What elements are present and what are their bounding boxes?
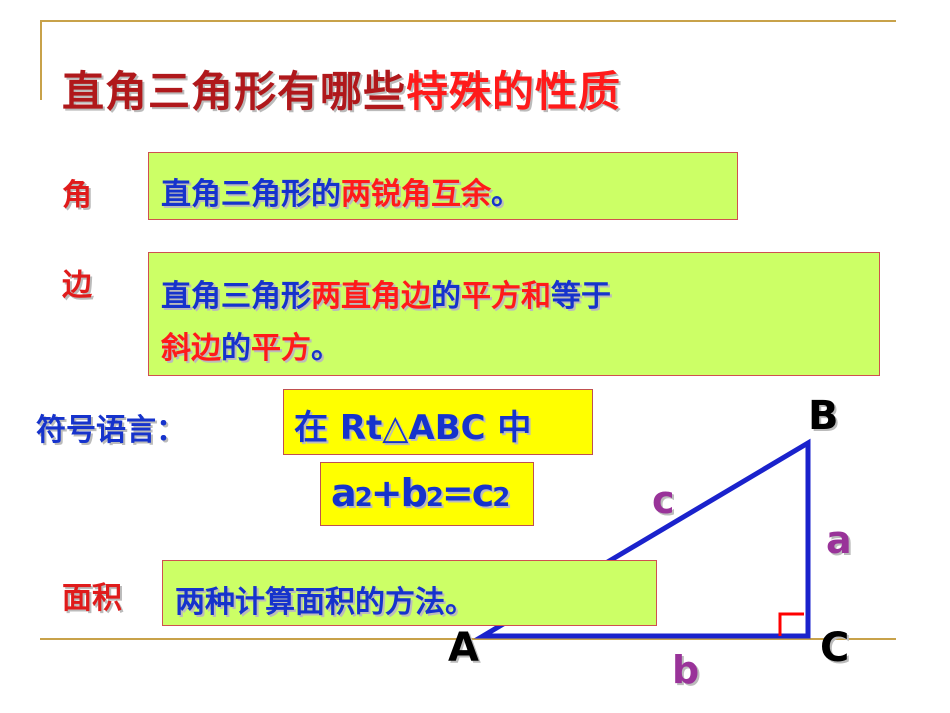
right-angle-mark [778, 612, 804, 636]
formula-eq-c: =c [441, 471, 494, 515]
formula-exp-2: 2 [425, 483, 444, 513]
title-part-1: 直角三角形有哪些 [62, 67, 407, 116]
formula-box: a2+b2=c2 [320, 462, 534, 526]
edge-text-4: 平方和 [461, 279, 551, 314]
angle-label: 角 [62, 178, 92, 213]
vertex-c: C [820, 625, 850, 671]
edge-text-8: 平方 [251, 331, 311, 366]
vertex-b: B [808, 393, 839, 439]
formula-a: a [331, 471, 357, 515]
edge-label: 边 [62, 268, 92, 303]
slide-title: 直角三角形有哪些特殊的性质 [62, 58, 621, 119]
angle-text-2: 两锐角互余 [341, 177, 491, 212]
area-box: 两种计算面积的方法。 [162, 560, 657, 626]
left-rule [40, 20, 42, 100]
edge-text-6: 斜边 [161, 331, 221, 366]
edge-text-7: 的 [221, 331, 251, 366]
top-rule [40, 20, 896, 22]
angle-text-1: 直角三角形的 [161, 177, 341, 212]
title-part-2: 特殊的性质 [406, 67, 622, 116]
side-c-label: c [652, 478, 675, 522]
edge-text-1: 直角三角形 [161, 279, 311, 314]
formula-exp-1: 2 [354, 483, 373, 513]
condition-box: 在 Rt△ABC 中 [283, 389, 593, 455]
edge-text-5: 等于 [551, 279, 611, 314]
formula-plus-b: +b [370, 471, 428, 515]
angle-property-box: 直角三角形的两锐角互余。 [148, 152, 738, 220]
bottom-rule [40, 638, 896, 640]
symbol-language-label: 符号语言： [36, 413, 186, 448]
vertex-a: A [448, 625, 479, 671]
area-label: 面积 [62, 581, 122, 616]
side-a-label: a [826, 518, 852, 562]
angle-text-end: 。 [491, 177, 521, 212]
side-b-label: b [672, 648, 700, 692]
edge-property-box: 直角三角形两直角边的平方和等于斜边的平方。 [148, 252, 880, 376]
formula-exp-3: 2 [492, 483, 510, 513]
edge-text-2: 两直角边 [311, 279, 431, 314]
triangle-outline [473, 438, 811, 639]
edge-text-9: 。 [311, 331, 341, 366]
edge-text-3: 的 [431, 279, 461, 314]
